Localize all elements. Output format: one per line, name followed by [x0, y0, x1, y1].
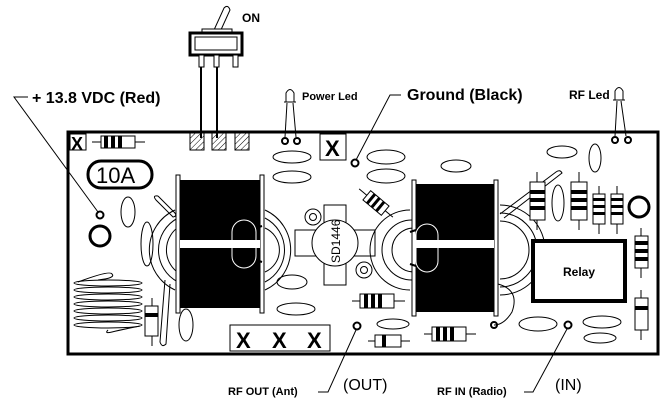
x-row-3: X [307, 328, 322, 353]
diode-bottom [368, 334, 410, 348]
resistor-vertical-1 [529, 172, 546, 230]
capacitor-oval [276, 302, 316, 316]
out-label: (OUT) [343, 377, 387, 394]
fuse-box [86, 159, 154, 190]
power-led-icon [281, 89, 301, 145]
capacitor-oval [518, 316, 558, 332]
x-corner-text: X [71, 134, 83, 154]
power-led-label: Power Led [302, 91, 358, 103]
transformer-right [369, 179, 546, 329]
capacitor-oval [376, 318, 410, 330]
mounting-ring [88, 224, 112, 248]
ground-terminal[interactable] [350, 158, 360, 168]
x-row-1: X [236, 328, 251, 353]
capacitor-oval [440, 159, 472, 173]
lead-wire [153, 195, 177, 218]
diode-left [144, 298, 159, 346]
rf-out-label: RF OUT (Ant) [228, 386, 298, 398]
air-coil-inductor [73, 272, 143, 334]
x-corner-box [69, 133, 87, 151]
rf-led-icon [611, 87, 632, 144]
rf-out-leader-line [318, 329, 357, 393]
rf-led-label: RF Led [569, 88, 610, 102]
ground-leader-line [355, 94, 401, 161]
fuse-label: 10A [96, 163, 135, 188]
rf-in-terminal[interactable] [563, 320, 573, 330]
resistor-vertical-3 [592, 186, 606, 234]
x-marker-text: X [325, 136, 340, 161]
resistor-diagonal [358, 188, 394, 218]
capacitor-oval [583, 332, 617, 344]
rf-out-terminal[interactable] [352, 321, 362, 331]
lead-wire [159, 279, 171, 347]
mounting-ring-right [627, 195, 651, 219]
capacitor-oval [120, 196, 136, 228]
toggle-switch[interactable] [188, 5, 244, 138]
x-row-box [229, 324, 331, 352]
switch-on-label: ON [242, 11, 260, 25]
resistor-vertical-5 [634, 228, 649, 278]
capacitor-oval [588, 143, 602, 173]
relay-box [531, 239, 627, 303]
resistor-bottom-center [424, 326, 476, 342]
diode-right [634, 290, 649, 340]
transistor-label: SD1446 [329, 219, 343, 263]
capacitor-oval [366, 149, 406, 165]
positive-supply-label: + 13.8 VDC (Red) [32, 90, 160, 107]
rf-in-label: RF IN (Radio) [437, 386, 507, 398]
rf-in-leader-line [524, 328, 568, 393]
capacitor-oval [272, 170, 312, 184]
resistor-vertical-2 [570, 172, 588, 230]
resistor-center [352, 293, 405, 309]
capacitor-oval [366, 168, 406, 184]
transformer-left [148, 174, 292, 314]
capacitor-oval [178, 308, 194, 342]
ground-label: Ground (Black) [407, 87, 523, 104]
switch-pads [189, 132, 250, 151]
capacitor-oval [272, 150, 312, 164]
capacitor-oval [276, 274, 308, 290]
relay-label: Relay [563, 265, 595, 279]
resistor-top-left [92, 135, 145, 149]
capacitor-oval [140, 221, 154, 267]
positive-terminal[interactable] [95, 210, 105, 220]
x-marker-box [319, 133, 347, 161]
capacitor-oval [546, 145, 578, 159]
in-label: (IN) [555, 377, 582, 394]
transistor-sd1446 [294, 204, 376, 286]
capacitor-oval [582, 315, 622, 329]
capacitor-oval [551, 184, 565, 222]
x-row-2: X [272, 328, 287, 353]
resistor-vertical-4 [610, 186, 624, 234]
lead-wire [499, 170, 563, 219]
positive-leader-line [13, 96, 99, 213]
